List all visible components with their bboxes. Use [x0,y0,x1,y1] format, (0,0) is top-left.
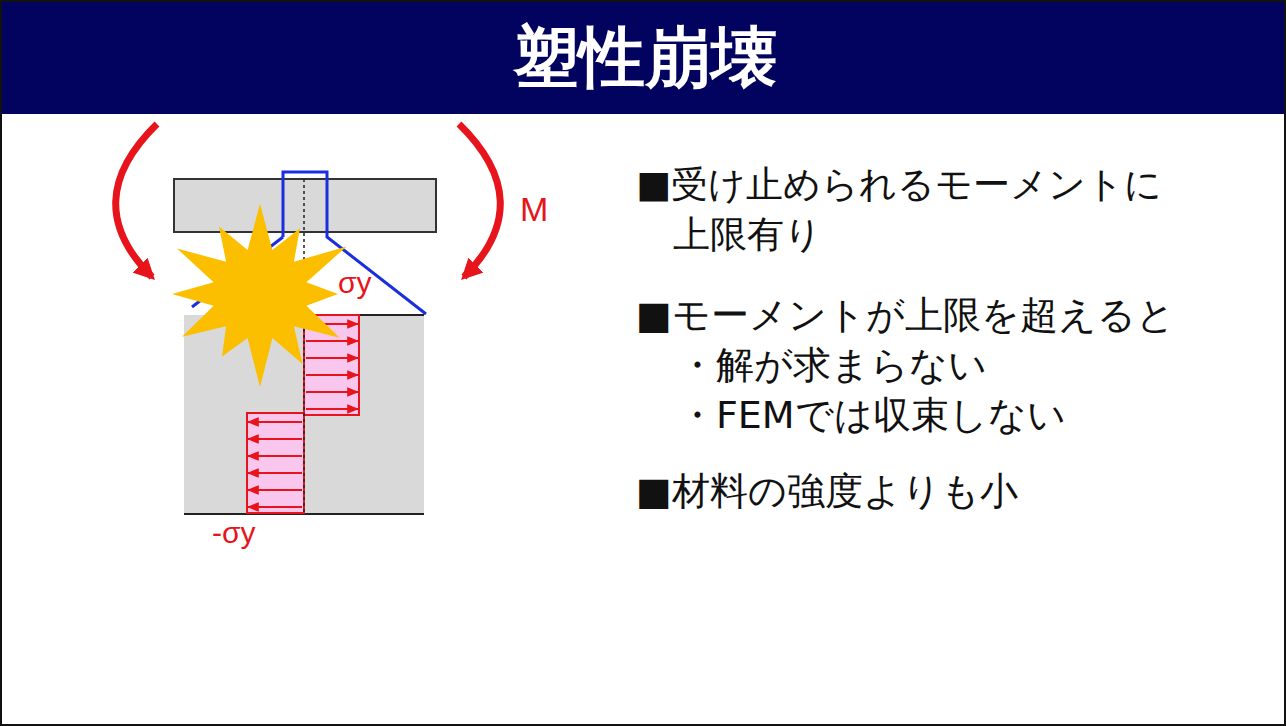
neutral-axis [303,179,305,514]
moment-arrow [459,124,500,277]
flange [174,179,436,232]
sub-bullet-text: ・FEMでは収束しない [678,390,1066,440]
stress-arrow [248,455,302,457]
stress-arrow [248,472,302,474]
moment-arrow [116,124,157,277]
bullet-text: ■モーメントが上限を超えると [636,290,1175,340]
sub-bullet-text: ・解が求まらない [678,340,987,390]
yield-stress-label: -σy [212,516,256,550]
stress-arrow [306,408,358,410]
section-edge [359,314,424,316]
stress-arrow [248,506,302,508]
stress-arrow [248,421,302,423]
yield-stress-label: σy [338,266,372,300]
moment-label: M [520,190,548,229]
stress-arrow [248,489,302,491]
explosion-burst [172,204,347,387]
stress-arrow [306,391,358,393]
bullet-text: ■受け止められるモーメントに 上限有り [636,160,1286,260]
stress-arrow [306,374,358,376]
stress-arrow [306,340,358,342]
compression-block [247,413,304,513]
stress-arrow [248,438,302,440]
slide-title: 塑性崩壊 [2,12,1286,104]
bullet-text: ■材料の強度よりも小 [636,466,1018,516]
stress-arrow [306,357,358,359]
